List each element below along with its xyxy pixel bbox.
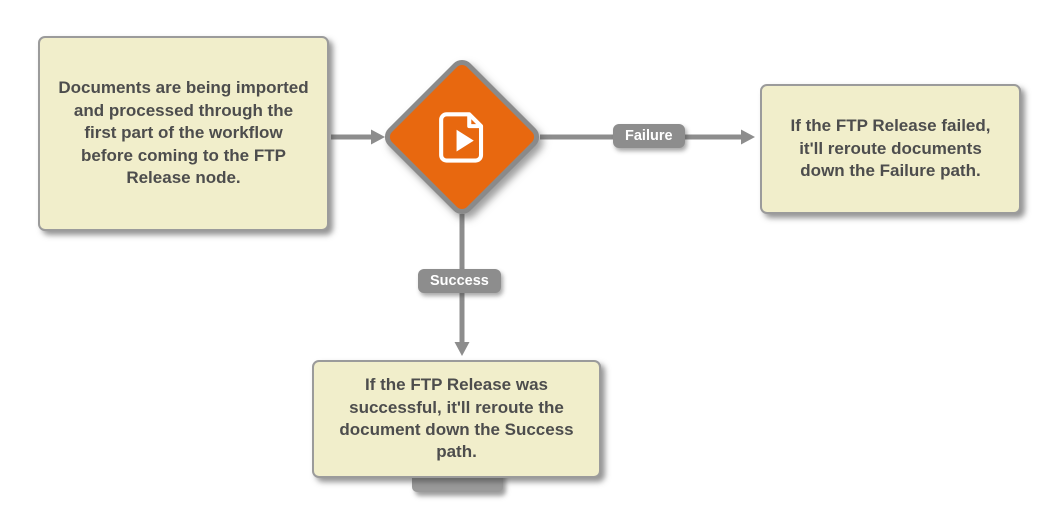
- annotation-intro: Documents are being imported and process…: [38, 36, 329, 231]
- annotation-failure: If the FTP Release failed, it'll reroute…: [760, 84, 1021, 214]
- annotation-failure-text: If the FTP Release failed, it'll reroute…: [790, 116, 991, 181]
- annotation-intro-text: Documents are being imported and process…: [58, 78, 309, 188]
- annotation-success: If the FTP Release was successful, it'll…: [312, 360, 601, 478]
- play-file-icon: [433, 108, 491, 166]
- ftp-release-node[interactable]: [379, 54, 545, 220]
- annotation-success-text: If the FTP Release was successful, it'll…: [339, 375, 574, 462]
- failure-edge-label: Failure: [613, 124, 685, 148]
- success-edge-label: Success: [418, 269, 501, 293]
